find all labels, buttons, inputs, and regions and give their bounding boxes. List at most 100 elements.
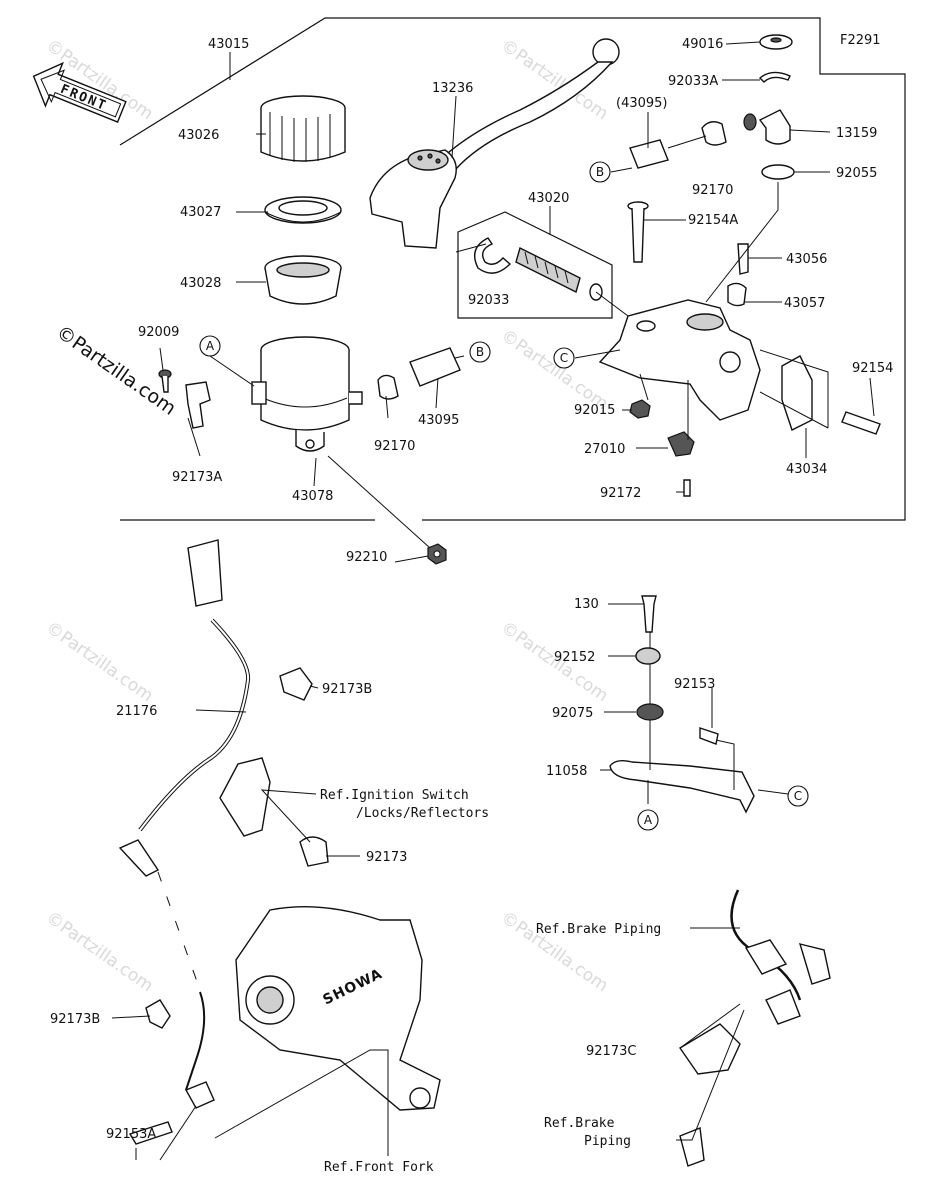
callout-b-1: B [476,345,484,359]
reservoir-tank [251,336,363,452]
diaphragm [264,255,342,305]
ref-ignition-line-1: Ref.Ignition Switch [320,788,469,803]
watermark-7: ©Partzilla.com [497,908,612,997]
label-49016: 49016 [682,37,723,52]
label-43026: 43026 [178,128,219,143]
label-43028: 43028 [180,276,221,291]
label-92015: 92015 [574,403,615,418]
ref-front-fork: Ref.Front Fork [324,1160,434,1175]
circlip-92033 [474,237,512,274]
label-92009: 92009 [138,325,179,340]
collar-92152 [635,647,661,665]
label-43095-paren: (43095) [616,96,668,111]
bolt-92153a [128,1121,173,1145]
front-arrow-icon: FRONT [32,61,127,123]
label-43056: 43056 [786,252,827,267]
label-92210: 92210 [346,550,387,565]
assembly-frame [119,17,906,521]
label-92152: 92152 [554,650,595,665]
ref-brake-piping: Ref.Brake Piping [536,922,661,937]
ref-brake-piping-2b: Piping [584,1134,631,1149]
bolt-130 [641,595,657,633]
clamp-92173a [185,381,211,429]
label-13236: 13236 [432,81,473,96]
reference-labels: Ref.Ignition Switch /Locks/Reflectors Re… [320,788,661,1175]
label-11058: 11058 [546,764,587,779]
master-cylinder-body [598,299,761,421]
hose-joint-13159 [743,109,791,145]
label-43034: 43034 [786,462,827,477]
bracket-ignition [219,757,271,837]
nut-92210 [427,543,447,565]
label-13159: 13159 [836,126,877,141]
watermark-6: ©Partzilla.com [42,908,157,997]
label-130: 130 [574,597,599,612]
label-92055: 92055 [836,166,877,181]
bolt-92154a [627,201,649,263]
label-92173a: 92173A [172,470,222,485]
hose-43095-right [629,139,669,169]
callout-a-1: A [206,339,215,353]
label-92173c: 92173C [586,1044,636,1059]
label-92154a: 92154A [688,213,738,228]
label-92172: 92172 [600,486,641,501]
caliper-mount: SHOWA [235,905,441,1111]
screw-92172 [683,479,691,497]
label-43015: 43015 [208,37,249,52]
bracket-11058 [609,759,755,814]
ref-brake-piping-2a: Ref.Brake [544,1116,615,1131]
piston-assembly [515,246,603,301]
label-43020: 43020 [528,191,569,206]
label-27010: 27010 [584,442,625,457]
clamp-92173b-low [145,999,171,1029]
watermark-4: ©Partzilla.com [42,618,157,707]
screw-92009 [158,369,172,393]
label-92170-right: 92170 [692,183,733,198]
part-labels: 43015 43026 43027 43028 92009 92173A 430… [50,37,893,1142]
switch-27010 [667,431,695,457]
sensor-harness-21176 [118,539,251,1109]
cap-43057 [727,282,747,307]
callout-b-2: B [596,165,604,179]
figure-code: F2291 [840,33,881,48]
screw-92153 [699,727,719,745]
bolt-92154 [841,411,881,435]
piston-kit-frame [457,211,613,319]
callout-c-1: C [560,351,568,365]
brake-piping [678,889,831,1167]
clip-92170-left [377,374,399,400]
label-92153a: 92153A [106,1127,156,1142]
hose-43095-left [409,347,461,387]
clip-92170-right [701,121,727,146]
ref-ignition-line-2: /Locks/Reflectors [356,806,489,821]
label-92033a: 92033A [668,74,718,89]
label-43027: 43027 [180,205,221,220]
watermark-3: ©Partzilla.com [497,326,612,415]
label-43095-left: 43095 [418,413,459,428]
callout-a-2: A [644,813,653,827]
callout-c-2: C [794,789,802,803]
label-92170-left: 92170 [374,439,415,454]
brake-lever [369,38,620,249]
callouts: A B B C C A [199,161,809,831]
clamp-92173 [299,836,329,867]
oring-92055 [761,164,795,180]
label-92033: 92033 [468,293,509,308]
circlip-92033a [758,71,791,83]
label-43078: 43078 [292,489,333,504]
clamp-92173b-top [279,667,313,701]
label-92153: 92153 [674,677,715,692]
grommet-92075 [636,703,664,721]
label-92173: 92173 [366,850,407,865]
label-21176: 21176 [116,704,157,719]
label-92173b-top: 92173B [322,682,372,697]
label-92154: 92154 [852,361,893,376]
boot-49016 [759,34,793,50]
leader-lines [111,41,875,1161]
reservoir-cap [260,95,346,162]
nut-92015 [629,399,651,419]
label-92075: 92075 [552,706,593,721]
label-92173b-low: 92173B [50,1012,100,1027]
holder-43034 [781,355,813,431]
